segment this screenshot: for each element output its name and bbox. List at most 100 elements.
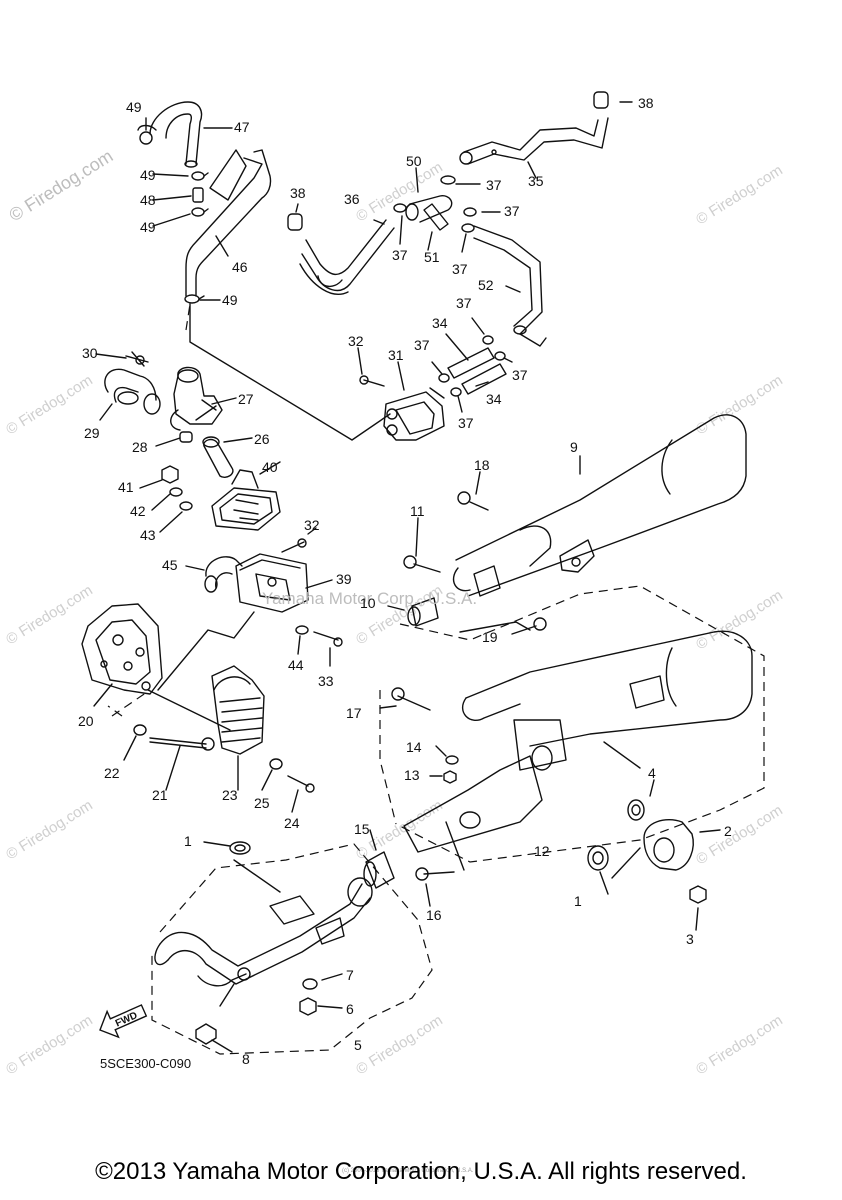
hose-50 [405, 195, 453, 223]
hose-46 [185, 149, 272, 297]
part-label: 45 [162, 557, 178, 573]
washer-14 [445, 755, 459, 765]
part-label: 18 [474, 457, 490, 473]
gasket-1-right [587, 845, 609, 871]
clamp-49-top [137, 124, 157, 145]
part-label: 24 [284, 815, 300, 831]
part-label: 36 [344, 191, 360, 207]
watermark: © Firedog.com [693, 162, 786, 229]
part-label: 46 [232, 259, 248, 275]
part-label: 38 [638, 95, 654, 111]
part-label: 40 [262, 459, 278, 475]
pipe-45 [204, 556, 243, 593]
part-label: 43 [140, 527, 156, 543]
hose-34-lower [461, 363, 507, 395]
part-label: 22 [104, 765, 120, 781]
part-label: 9 [570, 439, 578, 455]
part-label: 49 [126, 99, 142, 115]
gasket-4 [627, 799, 645, 821]
watermark: © Firedog.com [3, 1012, 96, 1079]
watermark: © Firedog.com [6, 146, 117, 226]
watermark: © Firedog.com [3, 797, 96, 864]
part-label: 25 [254, 795, 270, 811]
part-label: 52 [478, 277, 494, 293]
part-label: 49 [140, 219, 156, 235]
part-label: 16 [426, 907, 442, 923]
part-label: 48 [140, 192, 156, 208]
housing-39 [235, 553, 309, 613]
part-label: 20 [78, 713, 94, 729]
part-labels: 49 47 49 48 49 46 49 30 29 27 28 26 40 4… [78, 95, 732, 1067]
part-label: 21 [152, 787, 168, 803]
pipe-51 [423, 203, 449, 231]
clamp-49-mid [191, 171, 209, 181]
part-label: 37 [452, 261, 468, 277]
clamp-37-upper [393, 203, 411, 213]
part-label: 51 [424, 249, 440, 265]
washer-43 [179, 501, 193, 511]
watermark: © Firedog.com [3, 582, 96, 649]
part-label: 33 [318, 673, 334, 689]
bolt-19 [511, 617, 547, 635]
cap-28 [179, 431, 193, 443]
cover-20 [81, 603, 163, 695]
watermark: © Firedog.com [3, 372, 96, 439]
reed-valve-31 [383, 387, 445, 441]
part-label: 34 [486, 391, 502, 407]
air-hose-47 [149, 101, 203, 168]
part-label: 31 [388, 347, 404, 363]
fine-print: (c) 2000-2015 Yamaha Motor Corporation, … [342, 1168, 474, 1174]
part-label: 44 [288, 657, 304, 673]
air-box-40 [211, 469, 281, 531]
part-label: 6 [346, 1001, 354, 1017]
part-label: 37 [486, 177, 502, 193]
part-label: 26 [254, 431, 270, 447]
part-label: 4 [648, 765, 656, 781]
part-label: 38 [290, 185, 306, 201]
clamp-37-top [440, 175, 456, 185]
watermark: © Firedog.com [693, 802, 786, 869]
nut-13 [443, 770, 457, 784]
part-label: 37 [456, 295, 472, 311]
washer-44 [295, 625, 309, 635]
watermark: © Firedog.com [693, 372, 786, 439]
bolt-24 [287, 775, 315, 793]
bolt-32-upper [281, 538, 307, 553]
bolt-11 [403, 555, 441, 573]
part-label: 30 [82, 345, 98, 361]
watermark: © Firedog.com [353, 1012, 446, 1079]
part-label: 14 [406, 739, 422, 755]
diagram-code: 5SCE300-C090 [100, 1056, 191, 1071]
overlay-watermark: Yamaha Motor Corp., U.S.A. [262, 589, 477, 608]
part-label: 37 [414, 337, 430, 353]
part-label: 34 [432, 315, 448, 331]
watermark: © Firedog.com [693, 1012, 786, 1079]
part-label: 47 [234, 119, 250, 135]
gasket-1-left [229, 841, 251, 855]
fwd-arrow-icon: FWD [99, 1004, 148, 1039]
washer-42 [169, 487, 183, 497]
washer-25 [269, 758, 283, 770]
pipe-52 [473, 225, 547, 347]
nut-6 [299, 997, 317, 1016]
hose-26 [202, 436, 234, 478]
part-label: 17 [346, 705, 362, 721]
muffler-9 [452, 414, 747, 597]
part-label: 29 [84, 425, 100, 441]
part-label: 7 [346, 967, 354, 983]
muffler-12 [403, 630, 753, 853]
part-label: 37 [392, 247, 408, 263]
part-label: 42 [130, 503, 146, 519]
dashed-outlines [107, 303, 765, 1055]
element-23 [211, 665, 265, 755]
watermark: © Firedog.com [693, 587, 786, 654]
exhaust-pipe-5 [154, 877, 373, 987]
washer-22 [133, 724, 147, 736]
pipe-48 [192, 187, 204, 203]
part-label: 37 [504, 203, 520, 219]
nut-41 [161, 465, 179, 484]
watermark: © Firedog.com [353, 159, 446, 226]
bolt-21 [149, 737, 215, 751]
tube-38-left [287, 213, 303, 231]
